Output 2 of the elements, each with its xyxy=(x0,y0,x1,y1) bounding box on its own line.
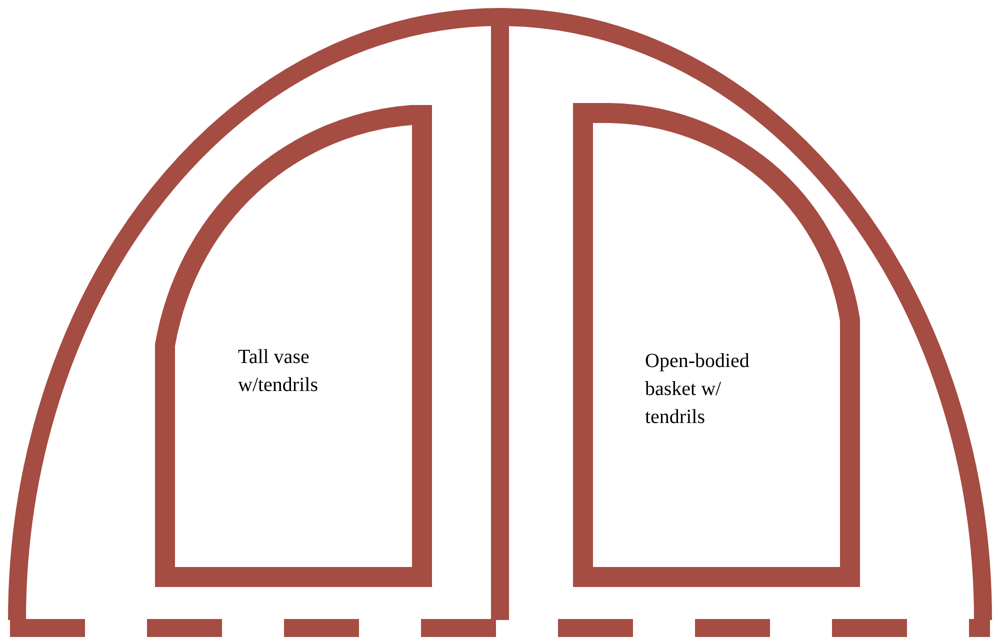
panel-label: Open-bodied basket w/ tendrils xyxy=(645,349,750,430)
panel-label: Tall vase w/tendrils xyxy=(238,345,319,398)
